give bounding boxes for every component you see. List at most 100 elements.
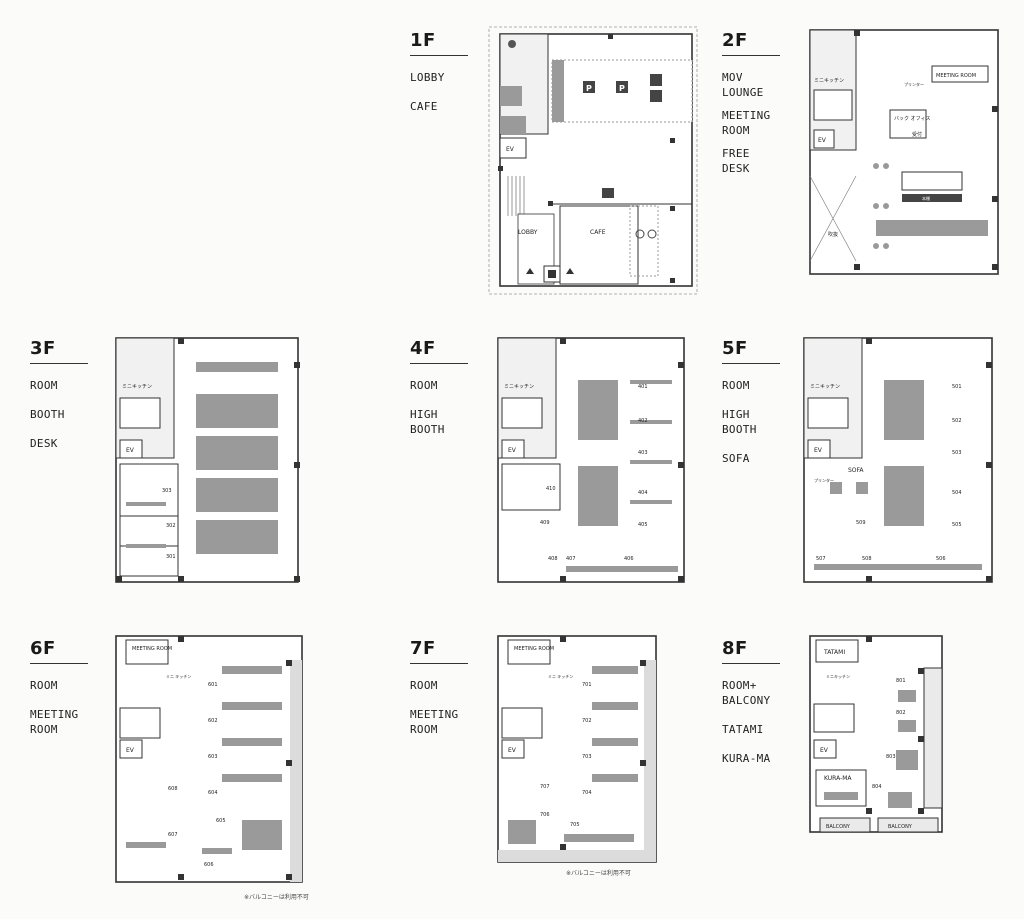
floor-number: 8F xyxy=(722,638,748,659)
room-303: 303 xyxy=(162,488,172,494)
ev-label: EV xyxy=(820,747,829,754)
room-703: 703 xyxy=(582,754,592,760)
bicycle-icon xyxy=(647,229,657,239)
room-508: 508 xyxy=(862,556,872,562)
floor-label-5f: 5F ROOM HIGH BOOTH SOFA xyxy=(722,338,780,466)
parking-icon: P xyxy=(619,84,625,93)
room-607: 607 xyxy=(168,832,178,838)
cafe-label: CAFE xyxy=(590,229,606,236)
post-icon xyxy=(602,188,614,198)
sofa-label: SOFA xyxy=(848,467,864,474)
void-label: 吹抜 xyxy=(828,231,838,238)
room-509: 509 xyxy=(856,520,866,526)
kitchen-label: ミニキッチン xyxy=(122,384,152,390)
floor-number: 1F xyxy=(410,30,436,51)
floor-label-7f: 7F ROOM MEETING ROOM xyxy=(410,638,468,737)
room-409: 409 xyxy=(540,520,550,526)
site-boundary xyxy=(488,26,698,295)
floor-feature: SOFA xyxy=(722,452,750,465)
floor-feature: HIGH BOOTH xyxy=(410,408,445,436)
floor-feature: ROOM xyxy=(722,379,750,392)
room-705: 705 xyxy=(570,822,580,828)
floor-feature: TATAMI xyxy=(722,723,764,736)
ev-label: EV xyxy=(508,747,517,754)
floor-feature: HIGH BOOTH xyxy=(722,408,757,436)
room-606: 606 xyxy=(204,862,214,868)
entrance-icon xyxy=(548,270,556,278)
room-601: 601 xyxy=(208,682,218,688)
balcony xyxy=(644,660,656,862)
floor-feature: MOV LOUNGE xyxy=(722,71,764,99)
balcony-label: BALCONY xyxy=(888,824,913,830)
floor-feature: LOBBY xyxy=(410,71,445,84)
floor-label-8f: 8F ROOM+ BALCONY TATAMI KURA-MA xyxy=(722,638,780,766)
room-702: 702 xyxy=(582,718,592,724)
trash-icon xyxy=(508,40,516,48)
room-408: 408 xyxy=(548,556,558,562)
floor-label-6f: 6F ROOM MEETING ROOM xyxy=(30,638,88,737)
room-402: 402 xyxy=(638,418,648,424)
floor-number: 6F xyxy=(30,638,56,659)
floor-label-3f: 3F ROOM BOOTH DESK xyxy=(30,338,88,451)
kitchen-label: ミニキッチン xyxy=(814,78,844,84)
room-802: 802 xyxy=(896,710,906,716)
floor-number: 7F xyxy=(410,638,436,659)
room-407: 407 xyxy=(566,556,576,562)
accessible-icon xyxy=(650,90,662,102)
kitchen-label: ミニ キッチン xyxy=(548,674,573,679)
divider xyxy=(410,55,468,56)
room-801: 801 xyxy=(896,678,906,684)
room-301: 301 xyxy=(166,554,176,560)
stair xyxy=(507,176,525,216)
room-804: 804 xyxy=(872,784,882,790)
floor-plan-5f: ミニキッチン EV SOFA プリンター 509 507 508 506 501… xyxy=(803,337,993,583)
room-502: 502 xyxy=(952,418,962,424)
room-501: 501 xyxy=(952,384,962,390)
balcony-label: BALCONY xyxy=(826,824,851,830)
balcony-note: ※バルコニーは利用不可 xyxy=(244,894,309,901)
reception-label: 受付 xyxy=(912,131,922,138)
room-707: 707 xyxy=(540,784,550,790)
room-604: 604 xyxy=(208,790,218,796)
floor-feature: ROOM xyxy=(30,379,58,392)
floor-feature: MEETING ROOM xyxy=(30,708,79,736)
room-506: 506 xyxy=(936,556,946,562)
balcony xyxy=(290,660,302,882)
kurama-label: KURA-MA xyxy=(824,775,852,782)
divider xyxy=(722,663,780,664)
ev-label: EV xyxy=(814,447,823,454)
room-803: 803 xyxy=(886,754,896,760)
room-405: 405 xyxy=(638,522,648,528)
divider xyxy=(722,363,780,364)
divider xyxy=(722,55,780,56)
floor-feature: BOOTH xyxy=(30,408,65,421)
floor-plan-1f: EV P P LOBBY CAFE xyxy=(488,26,698,295)
floor-feature: CAFE xyxy=(410,100,438,113)
floor-feature: DESK xyxy=(30,437,58,450)
room-704: 704 xyxy=(582,790,592,796)
meeting-room-label: MEETING ROOM xyxy=(514,646,554,652)
ev-label: EV xyxy=(126,747,135,754)
floor-label-1f: 1F LOBBY CAFE xyxy=(410,30,468,114)
ev-label: EV xyxy=(126,447,135,454)
printer-label: プリンター xyxy=(904,81,924,87)
tatami-label: TATAMI xyxy=(823,649,845,656)
floor-label-4f: 4F ROOM HIGH BOOTH xyxy=(410,338,468,437)
floor-plan-8f: TATAMI ミニキッチン EV KURA-MA BALCONY BALCONY… xyxy=(809,635,943,833)
ev-label: EV xyxy=(818,137,827,144)
parking-icon xyxy=(650,74,662,86)
divider xyxy=(30,663,88,664)
room-706: 706 xyxy=(540,812,550,818)
floor-feature: ROOM xyxy=(410,679,438,692)
kitchen-label: ミニキッチン xyxy=(504,384,534,390)
room-602: 602 xyxy=(208,718,218,724)
kitchen-label: ミニキッチン xyxy=(826,674,850,679)
meeting-room-label: MEETING ROOM xyxy=(936,73,976,79)
room-404: 404 xyxy=(638,490,648,496)
back-office-label: バック オフィス xyxy=(894,116,931,122)
floor-feature: MEETING ROOM xyxy=(410,708,459,736)
divider xyxy=(30,363,88,364)
lobby-label: LOBBY xyxy=(518,229,538,236)
room-410: 410 xyxy=(546,486,556,492)
room-401: 401 xyxy=(638,384,648,390)
